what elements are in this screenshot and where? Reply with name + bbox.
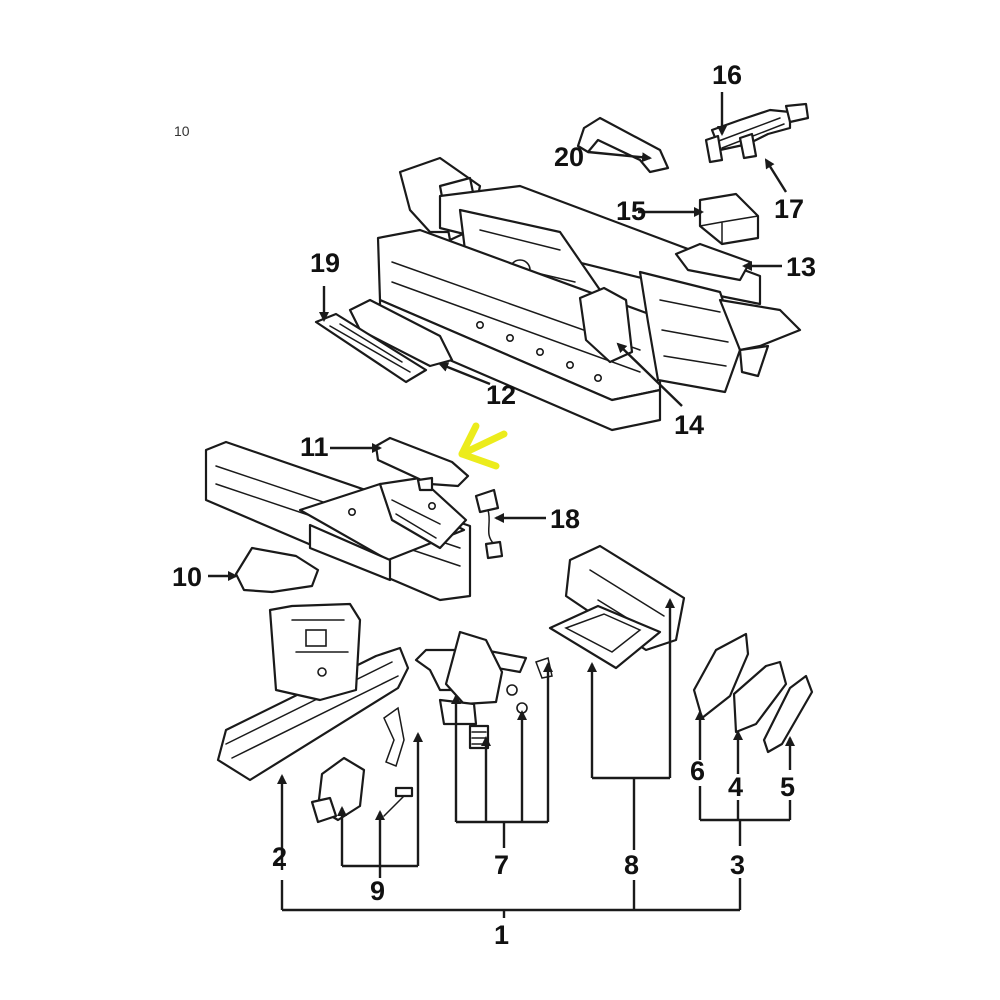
part-19-nameplate bbox=[314, 312, 428, 384]
callout-2: 2 bbox=[272, 842, 287, 872]
callout-7: 7 bbox=[494, 850, 509, 880]
callout-8: 8 bbox=[624, 850, 639, 880]
callout-18: 18 bbox=[550, 504, 580, 534]
part-13-bracket bbox=[674, 242, 752, 282]
callout-3: 3 bbox=[730, 850, 745, 880]
callout-19: 19 bbox=[310, 248, 340, 278]
callout-6: 6 bbox=[690, 756, 705, 786]
part-18-cable bbox=[474, 488, 504, 560]
callout-5: 5 bbox=[780, 772, 795, 802]
part-11-cover bbox=[374, 436, 470, 492]
callout-labels: 10 16 20 17 15 13 19 12 14 11 18 10 6 4 … bbox=[172, 60, 816, 950]
part-5-lens bbox=[762, 674, 814, 754]
callout-17: 17 bbox=[774, 194, 804, 224]
part-20-handle bbox=[576, 116, 670, 174]
callout-12: 12 bbox=[486, 380, 516, 410]
callout-4: 4 bbox=[728, 772, 743, 802]
callout-16: 16 bbox=[712, 60, 742, 90]
part-10-bracket bbox=[234, 546, 320, 594]
corner-mark: 10 bbox=[174, 123, 190, 139]
callout-9: 9 bbox=[370, 876, 385, 906]
callout-15: 15 bbox=[616, 196, 646, 226]
callout-10: 10 bbox=[172, 562, 202, 592]
callout-14: 14 bbox=[674, 410, 704, 440]
callout-13: 13 bbox=[786, 252, 816, 282]
latch-support-drawing bbox=[204, 440, 472, 602]
part-8-plate bbox=[548, 544, 686, 670]
part-9-motor bbox=[310, 706, 414, 824]
callout-11: 11 bbox=[300, 432, 329, 462]
leader-lines bbox=[208, 92, 795, 918]
part-7-latch bbox=[414, 630, 553, 750]
callout-1: 1 bbox=[494, 920, 509, 950]
part-15-relay-box bbox=[698, 192, 760, 246]
part-16-17-harness bbox=[704, 102, 810, 164]
callout-20: 20 bbox=[554, 142, 584, 172]
bumper-reinforcement-drawing bbox=[216, 602, 410, 782]
highlight-chevron-pointer-line bbox=[458, 430, 508, 458]
